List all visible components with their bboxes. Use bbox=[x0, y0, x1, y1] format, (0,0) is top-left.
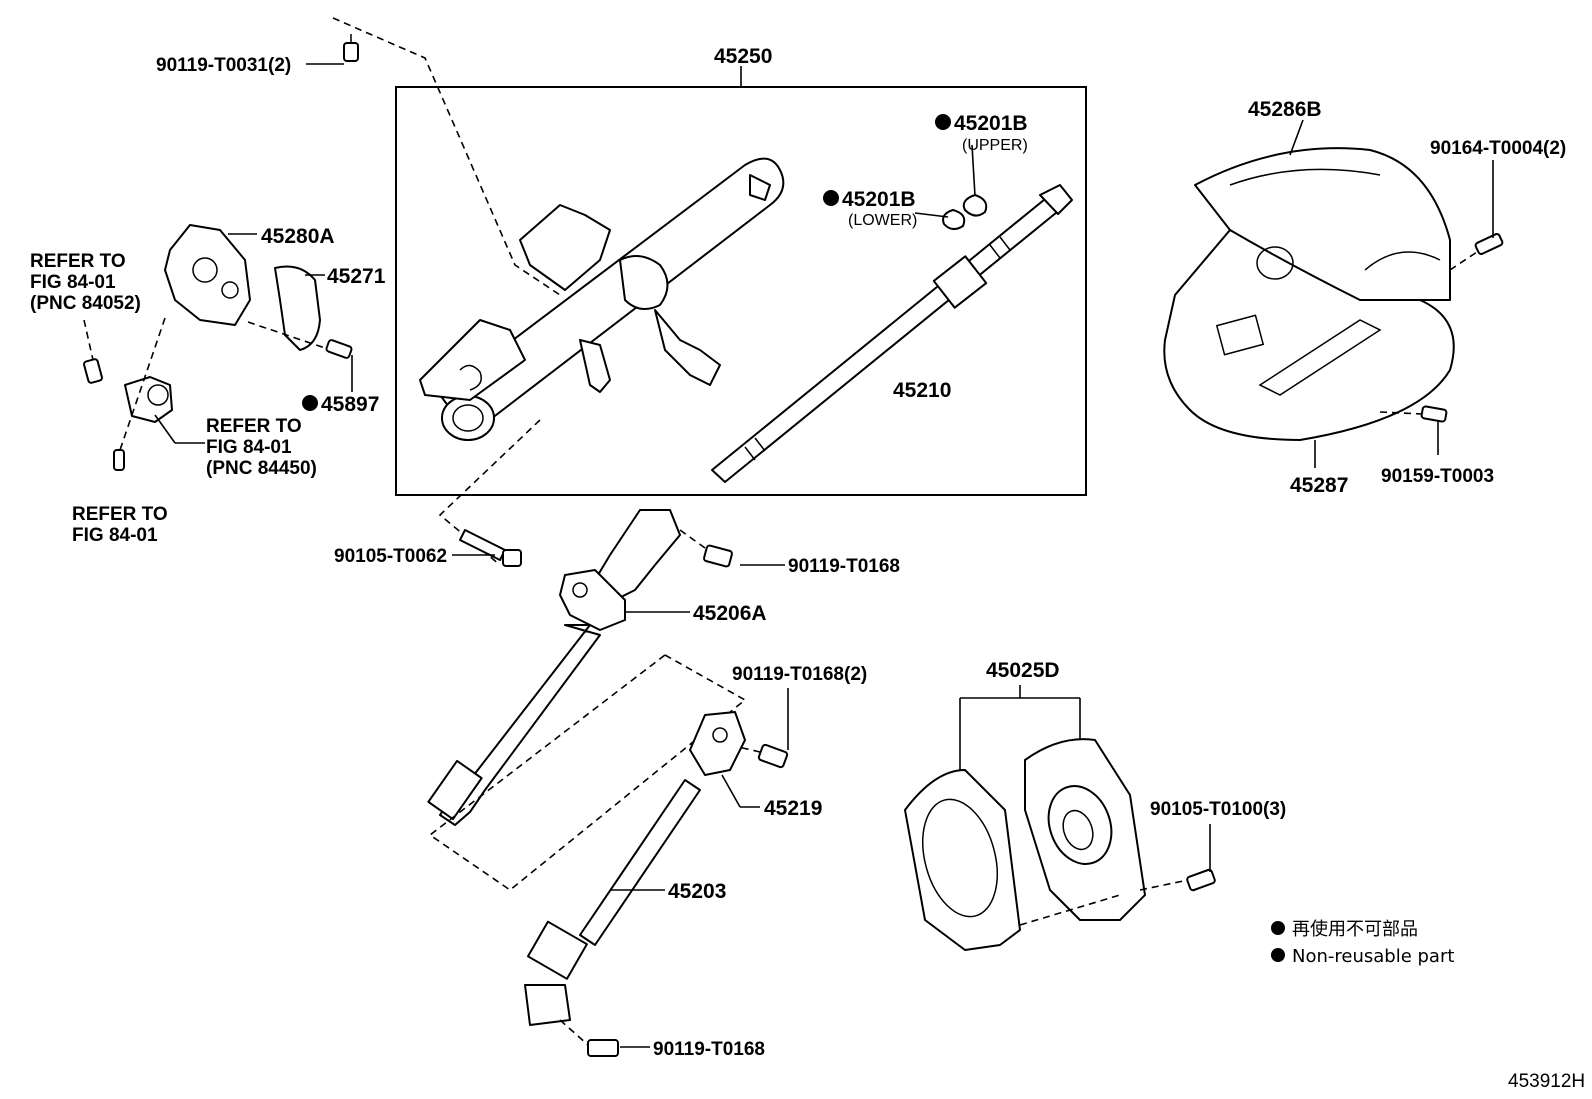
bolt-90119-T0031 bbox=[343, 34, 359, 62]
bolt-45897 bbox=[325, 339, 353, 359]
legend-en: Non-reusable part bbox=[1292, 946, 1454, 967]
bolt-90119-T0168-lower bbox=[587, 1039, 619, 1057]
ref1-line3: (PNC 84052) bbox=[30, 293, 141, 314]
non-reusable-dot-45897 bbox=[302, 395, 318, 411]
bolt-90119-T0168-2 bbox=[757, 743, 789, 769]
intermediate-shaft bbox=[427, 624, 601, 826]
column-cover-45287 bbox=[1163, 229, 1455, 441]
label-45203: 45203 bbox=[668, 880, 726, 903]
label-90105-T0100: 90105-T0100(3) bbox=[1150, 799, 1286, 820]
label-45219: 45219 bbox=[764, 797, 822, 820]
screw-90164-T0004 bbox=[1474, 233, 1504, 255]
ref2-line3: (PNC 84450) bbox=[206, 458, 317, 479]
label-45201B-lower: 45201B bbox=[842, 188, 916, 211]
label-45025D: 45025D bbox=[986, 659, 1060, 682]
ref1-line2: FIG 84-01 bbox=[30, 272, 116, 293]
label-45280A: 45280A bbox=[261, 225, 335, 248]
label-45206A: 45206A bbox=[693, 602, 767, 625]
label-90119-T0168-lower: 90119-T0168 bbox=[653, 1039, 765, 1060]
ignition-switch bbox=[124, 376, 173, 423]
universal-joint-45206A bbox=[559, 509, 681, 631]
cover-45271 bbox=[274, 265, 321, 351]
clip-lower-45201B bbox=[942, 209, 966, 230]
diagram-id: 453912H bbox=[1508, 1071, 1585, 1092]
lock-housing-45280A bbox=[164, 224, 251, 326]
clip-upper-45201B bbox=[962, 194, 988, 217]
legend-dot-jp bbox=[1271, 921, 1285, 935]
boot-45025D bbox=[1024, 738, 1146, 921]
label-90159-T0003: 90159-T0003 bbox=[1381, 466, 1494, 487]
label-upper: (UPPER) bbox=[962, 137, 1028, 154]
steering-main-shaft-45210 bbox=[711, 184, 1073, 483]
non-reusable-dot-45201B-lower bbox=[823, 190, 839, 206]
label-90119-T0168-2: 90119-T0168(2) bbox=[732, 664, 867, 685]
ref1-line1: REFER TO bbox=[30, 251, 126, 272]
ref3-line1: REFER TO bbox=[72, 504, 168, 525]
ref2-line2: FIG 84-01 bbox=[206, 437, 292, 458]
label-90119-T0168-upper: 90119-T0168 bbox=[788, 556, 900, 577]
plate-45025D bbox=[904, 769, 1021, 951]
ref3-line2: FIG 84-01 bbox=[72, 525, 158, 546]
label-45271: 45271 bbox=[327, 265, 386, 288]
screw-left bbox=[83, 358, 103, 384]
label-45201B-upper: 45201B bbox=[954, 112, 1028, 135]
non-reusable-dot-45201B-upper bbox=[935, 114, 951, 130]
label-45286B: 45286B bbox=[1248, 98, 1322, 121]
lower-shaft-45203 bbox=[524, 779, 701, 1026]
label-45210: 45210 bbox=[893, 379, 951, 402]
label-45287: 45287 bbox=[1290, 474, 1348, 497]
bolt-90105-T0062 bbox=[459, 529, 522, 567]
legend-jp: 再使用不可部品 bbox=[1292, 919, 1418, 940]
label-lower: (LOWER) bbox=[848, 212, 917, 229]
label-90119-T0031: 90119-T0031(2) bbox=[156, 55, 291, 76]
screw-90159-T0003 bbox=[1420, 405, 1448, 423]
bolt-90105-T0100 bbox=[1186, 868, 1216, 892]
label-90105-T0062: 90105-T0062 bbox=[334, 546, 447, 567]
screw-bottom-left bbox=[113, 449, 125, 471]
legend-dot-en bbox=[1271, 948, 1285, 962]
label-90164-T0004: 90164-T0004(2) bbox=[1430, 138, 1566, 159]
label-45250: 45250 bbox=[714, 45, 772, 68]
joint-45219 bbox=[689, 711, 746, 776]
label-45897: 45897 bbox=[321, 393, 379, 416]
ref2-line1: REFER TO bbox=[206, 416, 302, 437]
steering-column-tube bbox=[419, 157, 785, 441]
bolt-90119-T0168-upper bbox=[703, 544, 733, 568]
